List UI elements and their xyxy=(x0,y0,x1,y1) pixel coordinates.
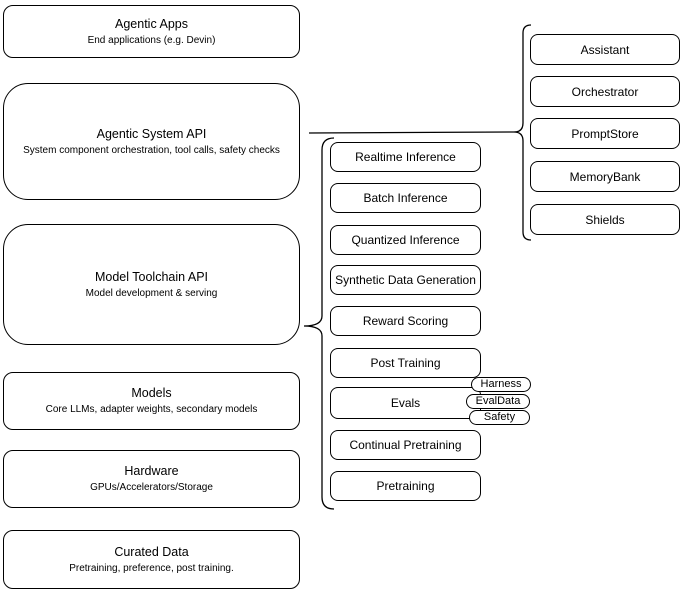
node-label: Batch Inference xyxy=(363,191,448,205)
brace-system-api-components xyxy=(513,24,532,241)
node-label: Realtime Inference xyxy=(355,150,456,164)
node-label: Synthetic Data Generation xyxy=(335,273,476,287)
node-shields: Shields xyxy=(530,204,680,235)
node-promptstore: PromptStore xyxy=(530,118,680,149)
node-label: Assistant xyxy=(580,42,630,57)
node-synthetic-data-generation: Synthetic Data Generation xyxy=(330,265,481,295)
node-curated-data: Curated Data Pretraining, preference, po… xyxy=(3,530,300,589)
node-batch-inference: Batch Inference xyxy=(330,183,481,213)
node-pretraining: Pretraining xyxy=(330,471,481,501)
node-subtitle: Pretraining, preference, post training. xyxy=(69,562,234,574)
node-title: Model Toolchain API xyxy=(94,269,209,284)
tag-evaldata: EvalData xyxy=(466,394,530,409)
node-subtitle: End applications (e.g. Devin) xyxy=(87,34,216,46)
node-hardware: Hardware GPUs/Accelerators/Storage xyxy=(3,450,300,508)
node-continual-pretraining: Continual Pretraining xyxy=(330,430,481,460)
node-memorybank: MemoryBank xyxy=(530,161,680,192)
node-label: Pretraining xyxy=(376,479,435,493)
node-subtitle: GPUs/Accelerators/Storage xyxy=(90,482,213,493)
tag-label: Harness xyxy=(480,378,522,390)
node-label: MemoryBank xyxy=(569,169,641,184)
node-label: Evals xyxy=(390,396,421,410)
node-orchestrator: Orchestrator xyxy=(530,76,680,107)
node-realtime-inference: Realtime Inference xyxy=(330,142,481,172)
node-post-training: Post Training xyxy=(330,348,481,378)
node-models: Models Core LLMs, adapter weights, secon… xyxy=(3,372,300,430)
node-title: Hardware xyxy=(124,464,179,478)
node-agentic-system-api: Agentic System API System component orch… xyxy=(3,83,300,200)
node-label: Post Training xyxy=(370,356,441,370)
node-label: Shields xyxy=(585,212,625,227)
node-assistant: Assistant xyxy=(530,34,680,65)
node-title: Models xyxy=(131,386,172,400)
tag-safety: Safety xyxy=(469,410,530,425)
node-title: Agentic Apps xyxy=(115,16,188,31)
tag-label: Safety xyxy=(483,411,516,423)
node-subtitle: Core LLMs, adapter weights, secondary mo… xyxy=(45,404,258,415)
node-title: Agentic System API xyxy=(96,126,207,141)
node-label: PromptStore xyxy=(571,126,639,141)
node-agentic-apps: Agentic Apps End applications (e.g. Devi… xyxy=(3,5,300,58)
node-subtitle: Model development & serving xyxy=(85,287,218,299)
node-title: Curated Data xyxy=(114,544,189,559)
node-label: Quantized Inference xyxy=(351,233,460,247)
node-reward-scoring: Reward Scoring xyxy=(330,306,481,336)
node-evals: Evals xyxy=(330,387,481,419)
node-label: Orchestrator xyxy=(571,84,639,99)
connector-system-api-to-components xyxy=(308,131,515,134)
node-quantized-inference: Quantized Inference xyxy=(330,225,481,255)
node-model-toolchain-api: Model Toolchain API Model development & … xyxy=(3,224,300,345)
tag-label: EvalData xyxy=(475,395,521,407)
node-subtitle: System component orchestration, tool cal… xyxy=(23,144,280,156)
tag-harness: Harness xyxy=(471,377,531,392)
node-label: Reward Scoring xyxy=(362,314,449,328)
node-label: Continual Pretraining xyxy=(349,438,462,452)
